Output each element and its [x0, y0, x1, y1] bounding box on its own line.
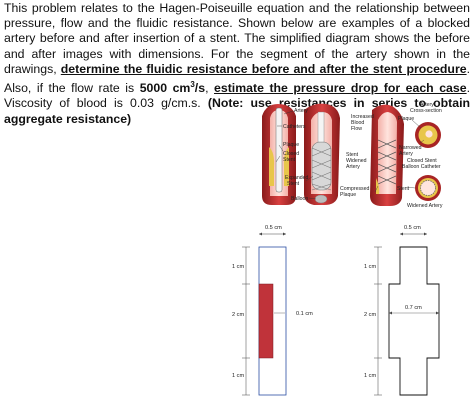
label-increased-3: Flow: [351, 126, 362, 132]
problem-text-1: This problem relates to the Hagen-Poiseu…: [4, 1, 470, 76]
flow-unit-tail: /s: [194, 81, 206, 96]
label-closed-stent-2: Stent: [283, 157, 296, 163]
problem-text-2: . Also, if the flow rate is: [4, 61, 470, 96]
label-closed-balloon-1: Closed Stent: [407, 158, 437, 164]
label-balloon: Balloon: [291, 196, 308, 202]
label-expanded-stent-2: Stent: [287, 181, 300, 187]
task-pressure-drop: estimate the pressure drop for each case: [214, 81, 467, 96]
task-fluidic-resistance: determine the fluidic resistance before …: [60, 61, 467, 76]
label-plaque: Plaque: [283, 142, 299, 148]
label-stent-right: Stent: [397, 186, 410, 192]
label-closed-balloon-2: Balloon Catheter: [402, 164, 441, 170]
after-widened-width: 0.7 cm: [405, 305, 422, 311]
before-plaque-block: [258, 283, 274, 359]
label-increased-1: Increased: [351, 114, 374, 120]
label-compressed-1: Compressed: [340, 186, 370, 192]
after-upper-len: 1 cm: [364, 264, 376, 270]
diagram-before: 0.5 cm 1 cm 2 cm 1 cm 0.1 cm: [232, 225, 313, 396]
label-narrowed-1: Narrowed: [399, 145, 422, 151]
cross-section-widened: [415, 175, 441, 201]
label-stent-widened-1: Stent: [346, 152, 359, 158]
label-cross-section-1: Artery: [420, 102, 434, 108]
label-narrowed-2: Artery: [399, 151, 413, 157]
before-middle-len: 2 cm: [232, 312, 244, 318]
artery-stent-widened-illustration: [370, 104, 404, 206]
catheter: [275, 107, 283, 193]
problem-statement: This problem relates to the Hagen-Poiseu…: [4, 1, 470, 127]
plaque-left: [269, 147, 275, 186]
label-stent-widened-3: Artery: [346, 164, 360, 170]
label-expanded-stent-1: Expanded: [285, 175, 308, 181]
label-catheters: Catheters: [283, 124, 306, 130]
label-widened-artery: Widened Artery: [407, 203, 443, 209]
problem-text-3: ,: [205, 81, 215, 96]
label-artery: Artery: [294, 108, 308, 114]
compressed-plaque: [376, 178, 380, 194]
problem-text-4: . Viscosity of blood is 0.03 g/cm.s.: [4, 81, 470, 111]
label-compressed-2: Plaque: [340, 192, 356, 198]
balloon: [314, 194, 328, 204]
label-increased-2: Blood: [351, 120, 364, 126]
after-middle-len: 2 cm: [364, 312, 376, 318]
label-stent-widened-2: Widened: [346, 158, 367, 164]
diagram-after: 0.5 cm 0.7 cm 1 cm 2 cm 1 cm: [364, 225, 440, 396]
before-narrow-width: 0.1 cm: [296, 311, 313, 317]
plaque-right: [283, 147, 289, 186]
label-closed-stent-1: Closed: [283, 151, 299, 157]
stent-mesh: [377, 139, 397, 185]
flow-rate-value: 5000 cm: [139, 81, 191, 96]
artery-expanded-stent-illustration: [304, 103, 340, 205]
label-cross-plaque: Plaque: [398, 116, 414, 122]
before-lower-len: 1 cm: [232, 373, 244, 379]
artery-with-catheter-illustration: [262, 104, 296, 205]
after-top-width: 0.5 cm: [404, 225, 421, 231]
after-lower-len: 1 cm: [364, 373, 376, 379]
flow-unit-exponent: 3: [190, 80, 195, 90]
cross-section-narrowed: [415, 122, 441, 148]
label-cross-section-2: Cross-section: [410, 108, 442, 114]
before-top-width: 0.5 cm: [265, 225, 282, 231]
after-artery-outline: [388, 246, 440, 396]
before-upper-len: 1 cm: [232, 264, 244, 270]
